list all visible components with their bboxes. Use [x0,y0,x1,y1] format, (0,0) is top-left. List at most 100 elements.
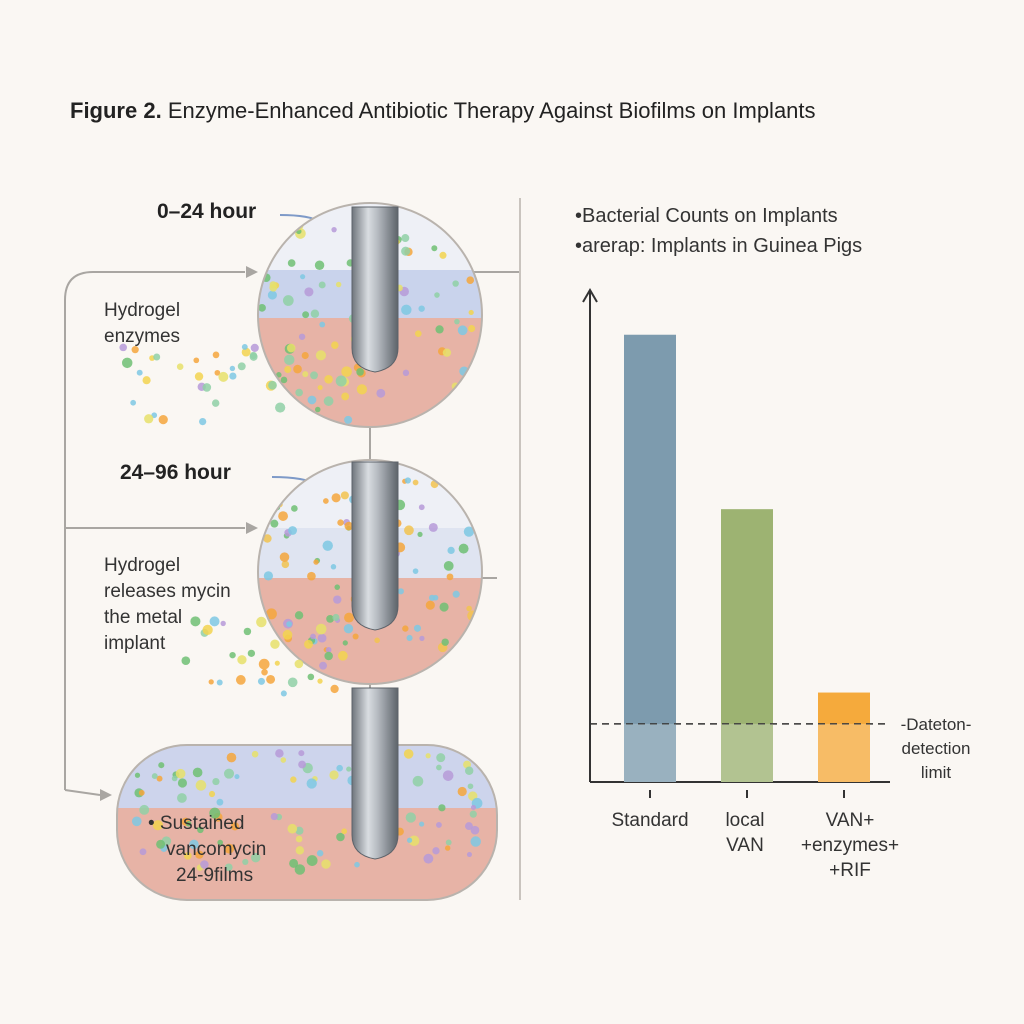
antibiotic-particle [469,628,477,636]
chart-title-line-1: •Bacterial Counts on Implants [575,205,838,227]
sustained-release-particle [354,861,360,868]
sustained-release-particle [151,773,158,780]
sustained-release-particle [287,823,298,834]
antibiotic-particle [417,531,423,537]
released-particle [256,616,267,628]
antibiotic-particle [446,573,454,581]
released-particle [202,383,212,392]
biofilm-particle [401,234,410,243]
biofilm-particle [376,388,386,398]
released-particle [293,364,302,374]
biofilm-particle [258,303,266,312]
biofilm-particle [286,343,296,353]
biofilm-particle [315,350,327,361]
released-particle [214,369,221,376]
antibiotic-particle [439,602,449,612]
sustained-release-particle [217,839,223,846]
antibiotic-particle [333,595,342,604]
sustained-release-particle [226,752,237,763]
biofilm-particle [331,226,337,233]
sustained-release-particle [467,783,474,790]
antibiotic-particle [337,519,344,526]
sustained-release-particle [212,777,220,786]
released-particle [209,616,220,627]
sustained-release-particle [403,749,414,759]
antibiotic-particle [258,641,268,651]
biofilm-particle [284,354,295,366]
released-particles [119,341,354,697]
released-particle [237,362,246,371]
sustained-release-particle [470,825,480,835]
antibiotic-particle [463,526,475,537]
released-particle [304,639,313,649]
biofilm-particle [468,325,476,333]
sustained-release-particle [195,850,204,859]
panel-divider [519,198,521,900]
antibiotic-particle [466,605,472,612]
antibiotic-particle [334,584,340,590]
antibiotic-particle [447,546,455,555]
sustained-release-particle [224,843,235,854]
antibiotic-particle [263,571,274,581]
sustained-release-particle [444,845,451,851]
released-particle [268,380,277,390]
biofilm-particle [310,371,318,380]
figure-title-text: Enzyme-Enhanced Antibiotic Therapy Again… [167,98,816,123]
released-particle [229,651,236,659]
biofilm-particle [335,281,342,288]
biofilm-particle [318,281,326,289]
antibiotic-particle [472,478,479,484]
released-particle [229,372,237,380]
biofilm-particle [317,385,323,391]
biofilm-particle [302,311,310,319]
stage2-time: 24–96 hour [120,461,231,484]
antibiotic-particle [323,498,329,504]
metal-implant-rod-2 [351,461,399,631]
detection-limit-label: -Dateton- detection limit [900,715,972,782]
biofilm-particle [414,330,422,337]
sustained-release-particle [175,768,186,779]
figure-title: Figure 2. Enzyme-Enhanced Antibiotic The… [70,98,970,124]
stage2-label: Hydrogel releases mycin the metal implan… [104,555,231,654]
released-particle [307,395,317,405]
biofilm-particle [431,245,438,252]
antibiotic-particle [397,588,404,595]
sustained-release-particle [306,778,317,789]
antibiotic-particle [412,479,419,486]
sustained-release-particle [290,776,297,783]
released-particle [282,629,293,640]
released-particle [330,684,339,694]
panel-sustained [116,744,498,901]
antibiotic-particle [432,594,439,601]
sustained-release-particle [465,822,473,831]
sustained-release-particle [423,853,434,864]
released-particle [119,343,128,352]
sustained-release-particle [329,770,339,780]
sustained-release-particle [139,848,147,856]
sustained-release-particle [200,860,209,869]
antibiotic-particle [413,624,422,632]
sustained-release-particle [463,760,472,769]
released-particle [121,357,133,369]
sustained-release-particle [341,828,348,835]
biofilm-particle [468,309,474,316]
sustained-release-particle [438,804,446,812]
biofilm-particle [304,287,314,297]
released-particle [314,406,321,413]
antibiotic-particle [441,638,449,646]
sustained-release-particle [412,775,424,787]
bar-below-limit-1 [721,723,773,782]
bar-1 [721,509,773,782]
released-particle [158,415,168,425]
antibiotic-particle [452,590,460,598]
sustained-release-particle [425,753,431,759]
sustained-release-particle [470,836,481,847]
sustained-release-particle [270,812,278,821]
sustained-release-particle [408,835,420,846]
released-particle [243,627,252,636]
sustained-release-particle [469,810,477,818]
stage1-label: Hydrogel enzymes [104,300,181,347]
sustained-release-particle [436,753,446,763]
released-particle [241,347,251,357]
